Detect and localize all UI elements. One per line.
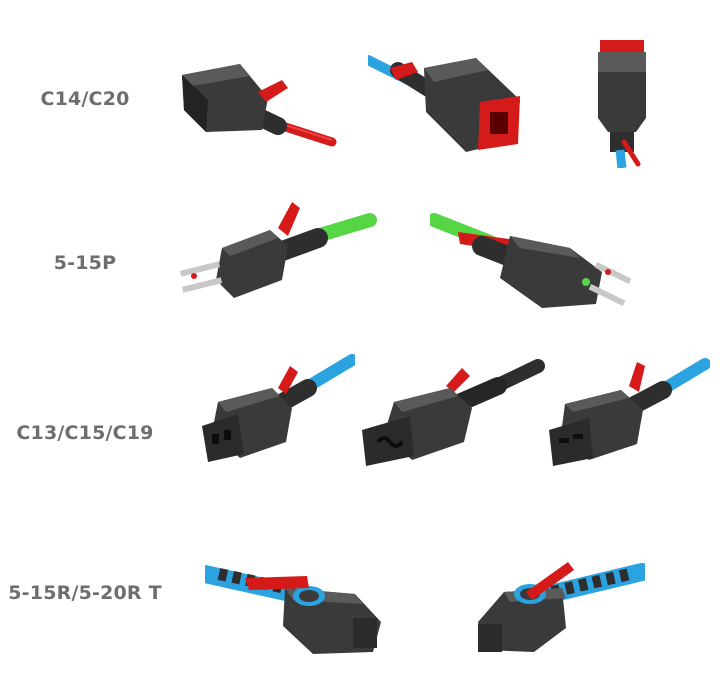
c20-plug-top-image bbox=[580, 38, 660, 168]
c14-plug-image bbox=[170, 40, 340, 160]
c13-connector-image bbox=[190, 350, 355, 475]
nema-5-15r-left-image bbox=[205, 548, 385, 658]
row-label-c14-c20: C14/C20 bbox=[40, 88, 130, 110]
row-label-c13-c15-c19: C13/C15/C19 bbox=[16, 422, 154, 444]
nema-5-20r-right-image bbox=[470, 548, 645, 658]
c20-plug-front-image bbox=[368, 40, 530, 160]
nema-5-15p-left-image bbox=[170, 198, 380, 318]
c15-connector-image bbox=[352, 350, 552, 475]
row-label-5-15r-5-20r: 5-15R/5-20R T bbox=[8, 582, 162, 604]
c19-connector-image bbox=[545, 350, 710, 475]
nema-5-15p-right-image bbox=[430, 208, 640, 326]
row-label-5-15p: 5-15P bbox=[53, 252, 117, 274]
